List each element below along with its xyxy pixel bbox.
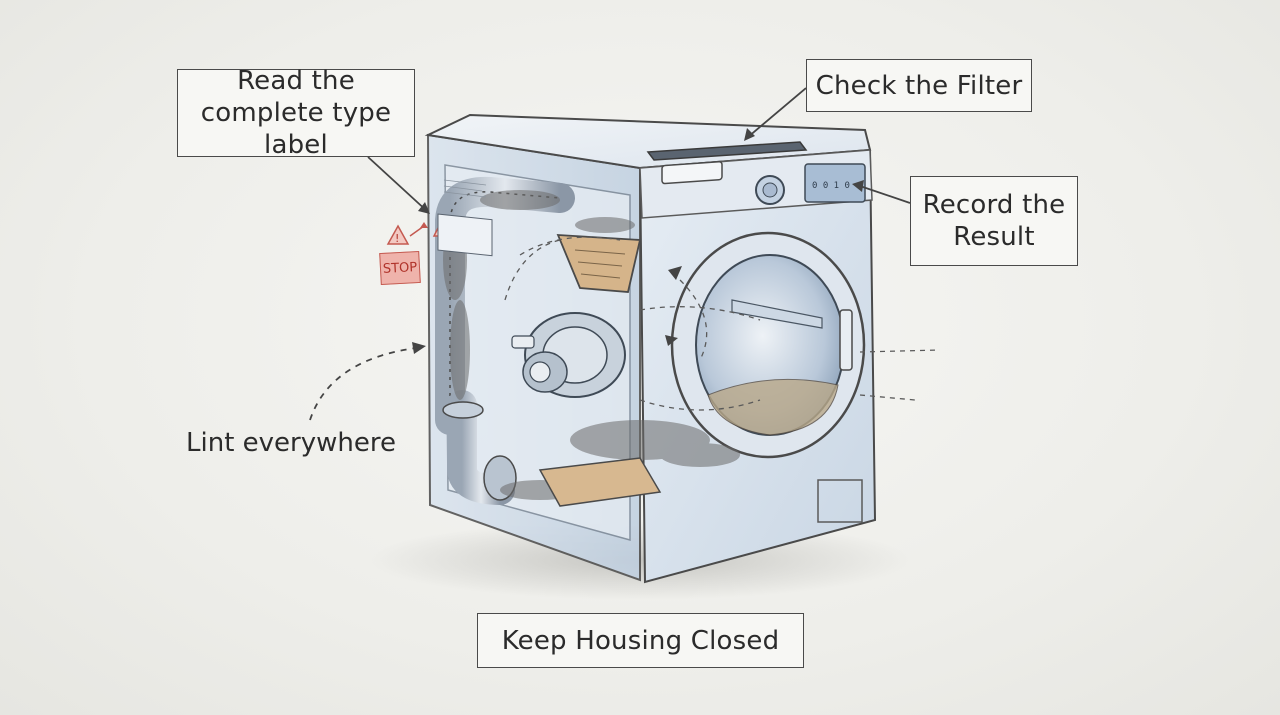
svg-text:!: ! <box>395 232 399 245</box>
type-label-plate <box>437 213 493 257</box>
keep-housing-closed-text: Keep Housing Closed <box>501 625 780 656</box>
motor <box>511 312 626 398</box>
service-hatch <box>817 479 863 523</box>
read-type-label-text: Read the complete type label <box>200 66 392 160</box>
callout-arrows <box>309 87 911 421</box>
warning-icon-left <box>386 224 410 245</box>
keep-housing-closed-callout: Keep Housing Closed <box>477 613 804 668</box>
record-result-text: Record the Result <box>922 190 1066 252</box>
lint-deposits <box>443 190 740 500</box>
stop-tag: STOP <box>379 250 421 286</box>
record-result-callout: Record the Result <box>910 176 1078 266</box>
read-type-label-callout: Read the complete type label <box>177 66 415 160</box>
display-readout: 0 0 1 0 <box>812 181 850 191</box>
check-filter-text: Check the Filter <box>815 70 1023 101</box>
filter-slot <box>646 141 808 161</box>
base-tray <box>538 457 662 507</box>
lint-everywhere-text: Lint everywhere <box>186 428 396 458</box>
drawer <box>661 160 723 185</box>
display-panel <box>804 163 866 203</box>
check-filter-callout: Check the Filter <box>806 59 1032 112</box>
drum-lint <box>707 378 839 436</box>
stop-text: STOP <box>382 259 418 277</box>
arrow-icon <box>418 202 430 214</box>
lint-everywhere-note: Lint everywhere <box>186 428 396 458</box>
